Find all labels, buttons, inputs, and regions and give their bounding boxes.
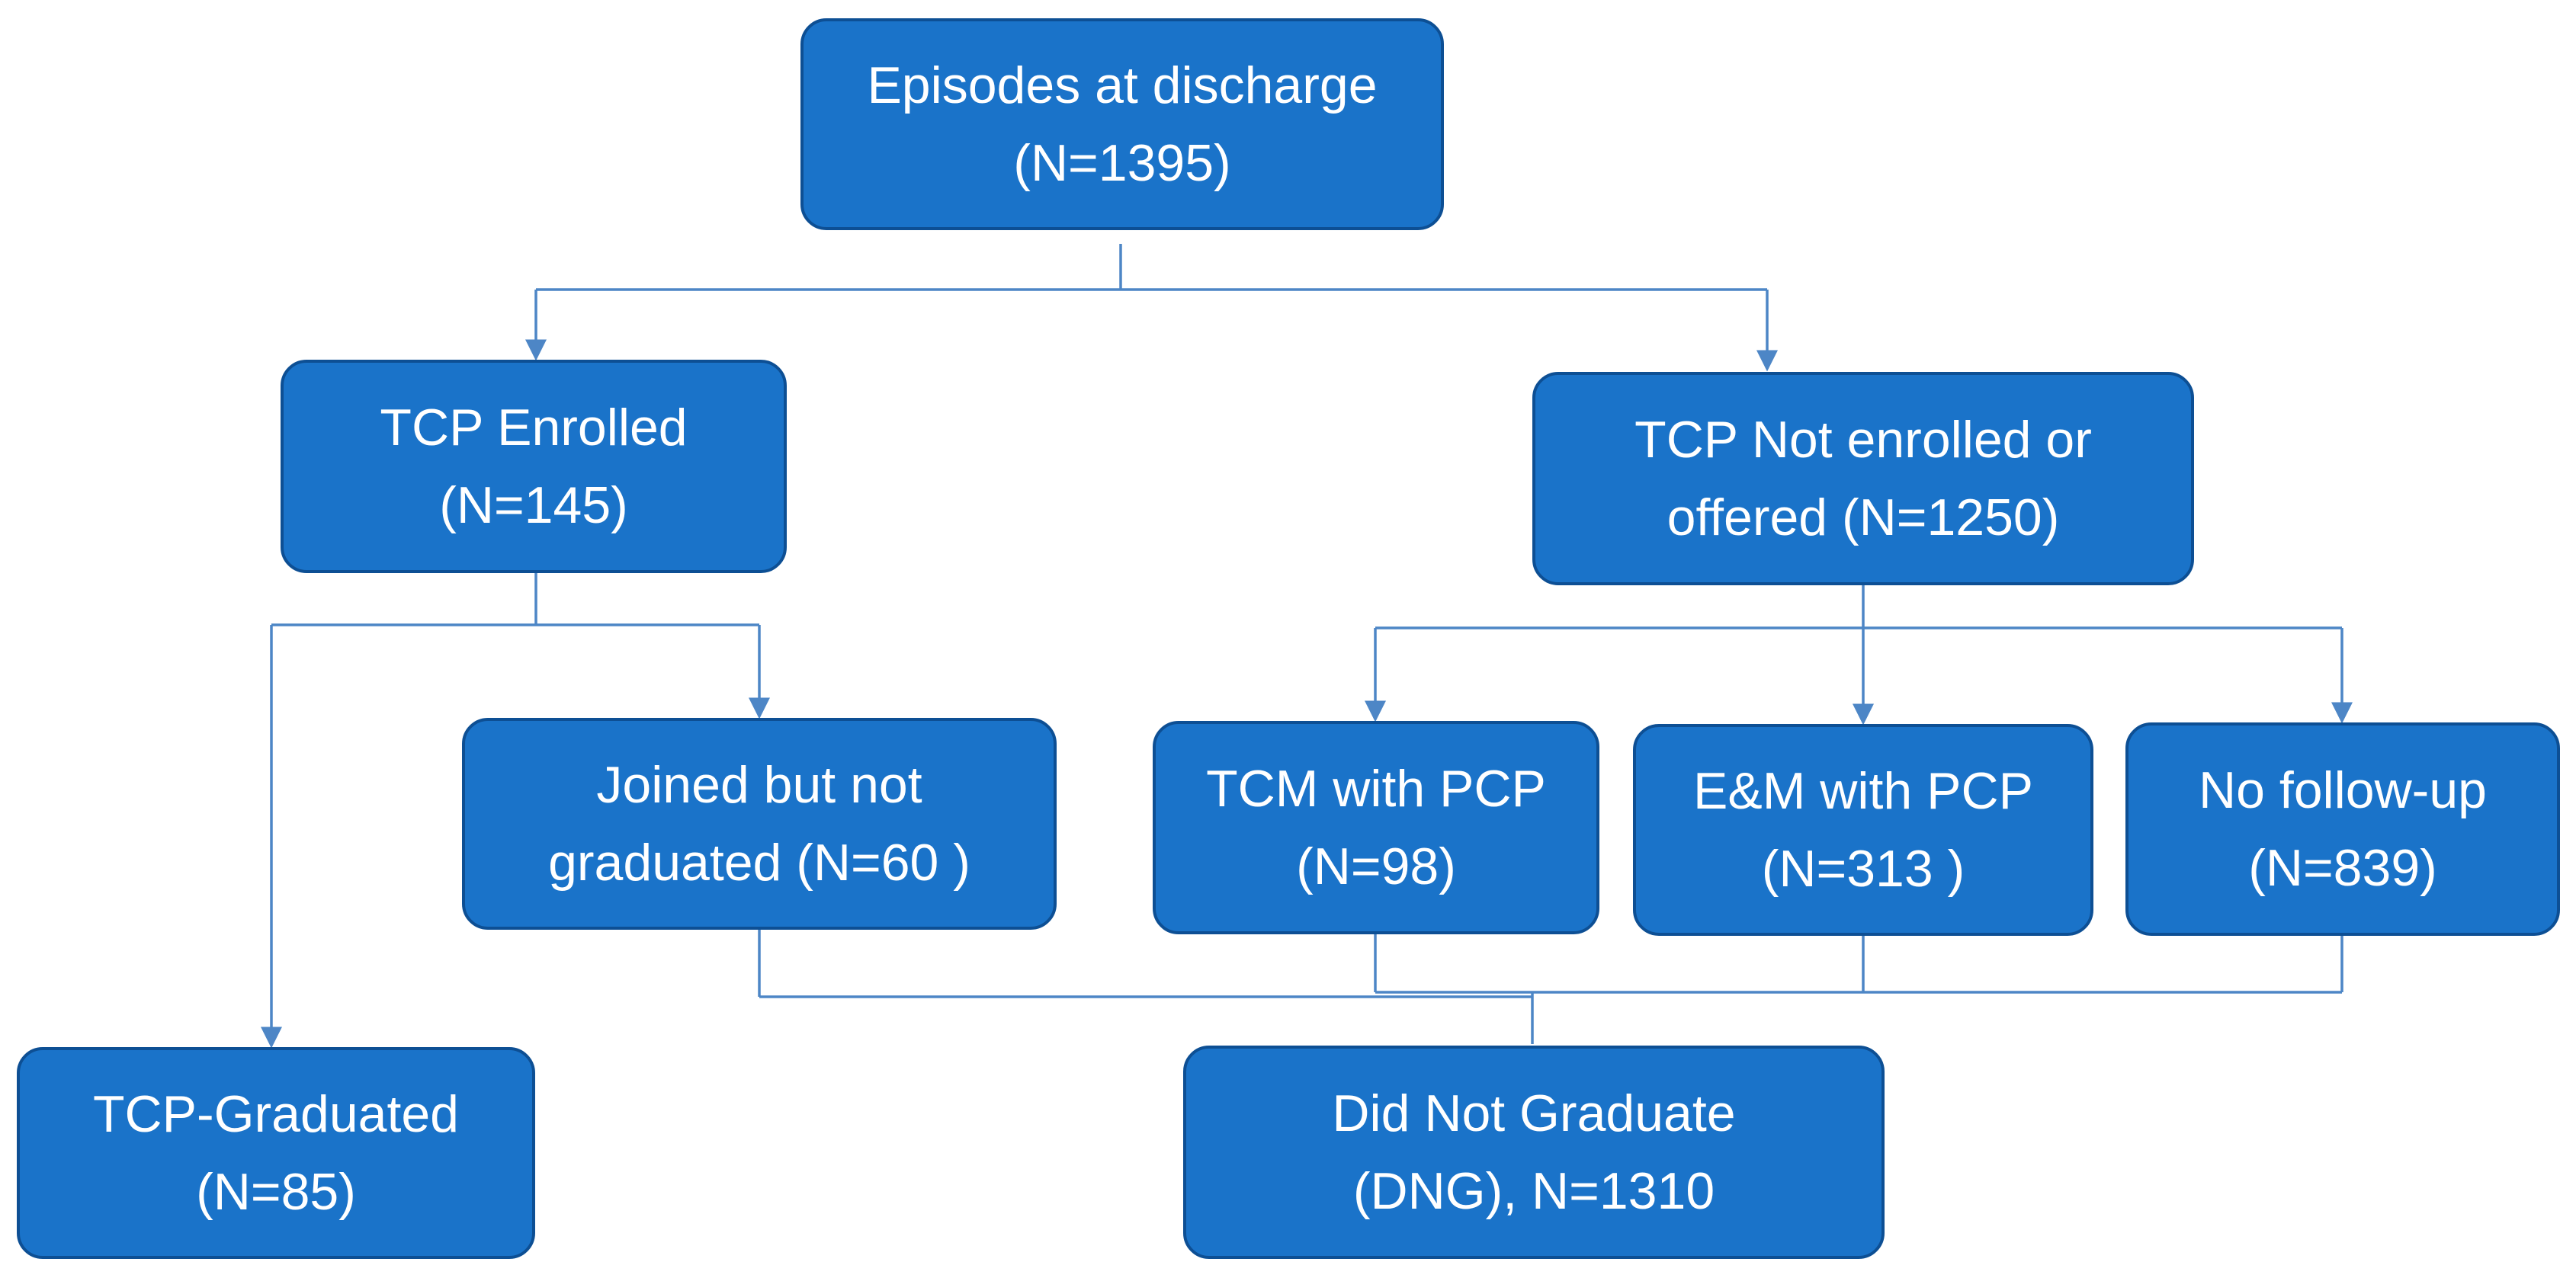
node-label-line1: Episodes at discharge xyxy=(867,56,1378,114)
node-label-line1: TCP-Graduated xyxy=(93,1085,459,1143)
node-label-line2: graduated (N=60 ) xyxy=(548,834,970,892)
node-label-line1: TCM with PCP xyxy=(1206,760,1546,818)
node-label-line1: Did Not Graduate xyxy=(1332,1084,1736,1142)
node-label-line1: Joined but not xyxy=(596,756,922,814)
node-label-line2: (N=839) xyxy=(2248,839,2437,897)
node-label-line2: (N=1395) xyxy=(1013,134,1231,192)
node-label-line1: No follow-up xyxy=(2199,761,2487,819)
node-label-line2: (N=313 ) xyxy=(1761,840,1965,898)
node-tcm-with-pcp: TCM with PCP (N=98) xyxy=(1153,721,1599,934)
node-tcp-not-enrolled: TCP Not enrolled or offered (N=1250) xyxy=(1532,372,2194,585)
node-label-line1: TCP Enrolled xyxy=(380,399,688,456)
node-tcp-enrolled: TCP Enrolled (N=145) xyxy=(281,360,787,573)
node-no-follow-up: No follow-up (N=839) xyxy=(2125,722,2560,936)
node-did-not-graduate: Did Not Graduate (DNG), N=1310 xyxy=(1183,1046,1885,1259)
node-joined-not-graduated: Joined but not graduated (N=60 ) xyxy=(462,718,1057,930)
node-tcp-graduated: TCP-Graduated (N=85) xyxy=(17,1047,535,1259)
node-label-line2: offered (N=1250) xyxy=(1667,488,2060,546)
node-label-line2: (N=145) xyxy=(439,476,628,534)
node-episodes-at-discharge: Episodes at discharge (N=1395) xyxy=(800,18,1444,230)
node-label-line1: E&M with PCP xyxy=(1693,762,2033,820)
node-em-with-pcp: E&M with PCP (N=313 ) xyxy=(1633,724,2093,936)
node-label-line2: (DNG), N=1310 xyxy=(1352,1162,1715,1220)
node-label-line1: TCP Not enrolled or xyxy=(1634,411,2092,469)
node-label-line2: (N=98) xyxy=(1296,838,1456,895)
node-label-line2: (N=85) xyxy=(196,1163,356,1221)
